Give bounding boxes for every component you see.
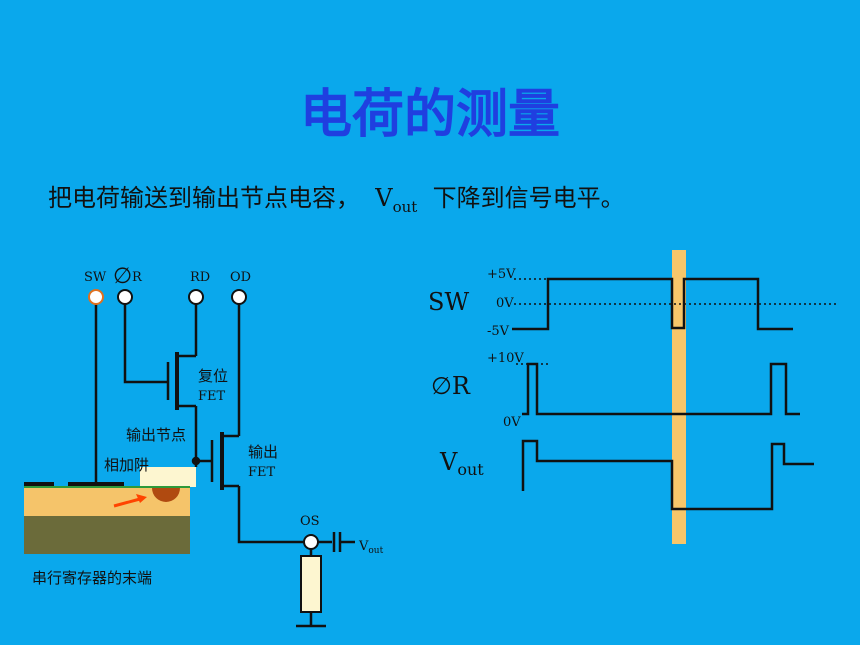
wave-zero-sw-label: 0V [496, 296, 514, 311]
charge-arrow [113, 497, 141, 508]
wave-phir-label: ∅R [431, 372, 471, 400]
subtitle-prefix: 把电荷输送到输出节点电容， [48, 184, 360, 212]
subtitle-v: V [375, 184, 393, 212]
reset-fet-label-2: FET [198, 389, 226, 404]
circuit-diagram [24, 289, 355, 628]
wave-plus5-label: +5V [487, 267, 516, 282]
phir-terminal [117, 289, 133, 305]
os-wire [237, 486, 304, 544]
vout-out-label: Vout [358, 539, 384, 556]
output-node-dot [191, 456, 201, 466]
vout-out-v: V [358, 539, 369, 554]
pin-r-label: R [132, 270, 143, 285]
substrate-bottom [24, 516, 190, 554]
output-fet-label-2: FET [248, 465, 276, 480]
os-label: OS [300, 514, 320, 529]
sw-terminal [88, 289, 104, 305]
os-terminal [303, 534, 319, 550]
output-node-label: 输出节点 [126, 426, 186, 444]
pin-phi-symbol: ∅ [113, 264, 132, 289]
summing-well-gate [140, 467, 196, 487]
rd-terminal [188, 289, 204, 305]
output-fet-label-1: 输出 [248, 443, 278, 461]
subtitle: 把电荷输送到输出节点电容， Vout 下降到信号电平。 [48, 178, 625, 216]
phir-wire [123, 304, 168, 384]
slide-title: 电荷的测量 [299, 85, 560, 145]
od-terminal [231, 289, 247, 305]
wave-minus5-label: -5V [487, 324, 510, 339]
wave-vout-v: V [439, 448, 458, 476]
vout-out-sub: out [368, 546, 383, 556]
vout-waveform [521, 439, 814, 511]
charge-arrow-head [136, 494, 147, 503]
summing-well-label: 相加阱 [104, 456, 149, 474]
pin-od-label: OD [230, 270, 251, 285]
phir-waveform [522, 362, 800, 416]
summing-well [152, 488, 180, 502]
wave-sw-label: SW [428, 288, 469, 316]
wave-vout-sub: out [457, 460, 484, 479]
wave-vout-label: Vout [439, 448, 484, 479]
waveform-diagram [512, 277, 836, 511]
wave-plus10-label: +10V [487, 351, 524, 366]
register-end-label: 串行寄存器的末端 [32, 569, 152, 587]
sw-waveform [512, 277, 793, 331]
pin-sw-label: SW [84, 270, 107, 285]
pin-rd-label: RD [190, 270, 210, 285]
load-resistor [300, 555, 322, 613]
subtitle-v-sub: out [392, 198, 418, 216]
highlight-band [672, 250, 686, 544]
wave-zero-r-label: 0V [503, 415, 521, 430]
reset-fet-label-1: 复位 [198, 367, 228, 385]
subtitle-suffix: 下降到信号电平。 [432, 184, 625, 212]
